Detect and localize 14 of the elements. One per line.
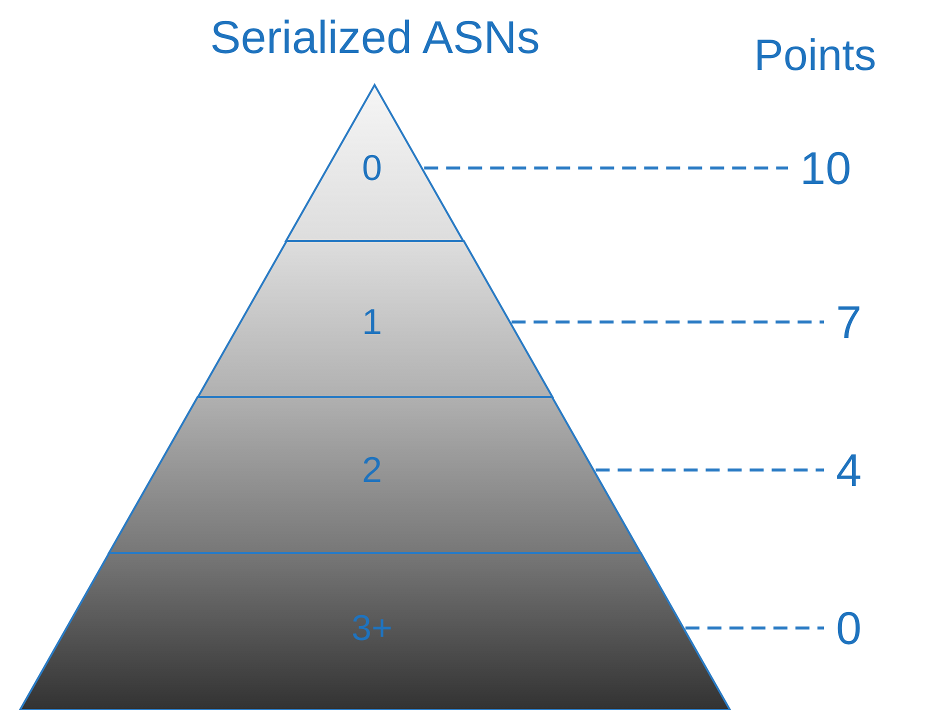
points-value: 4 (836, 447, 862, 493)
leader-line (596, 468, 824, 472)
leader-line (512, 320, 824, 324)
tier-label: 3+ (351, 610, 393, 646)
points-value: 0 (836, 605, 862, 651)
tier-label: 0 (362, 150, 382, 186)
leader-line (424, 166, 788, 170)
tier-label: 1 (362, 304, 382, 340)
column-heading: Points (754, 34, 876, 78)
pyramid-title: Serialized ASNs (210, 14, 540, 60)
points-value: 7 (836, 299, 862, 345)
points-value: 10 (800, 145, 852, 191)
tier-label: 2 (362, 452, 382, 488)
leader-line (685, 626, 824, 630)
